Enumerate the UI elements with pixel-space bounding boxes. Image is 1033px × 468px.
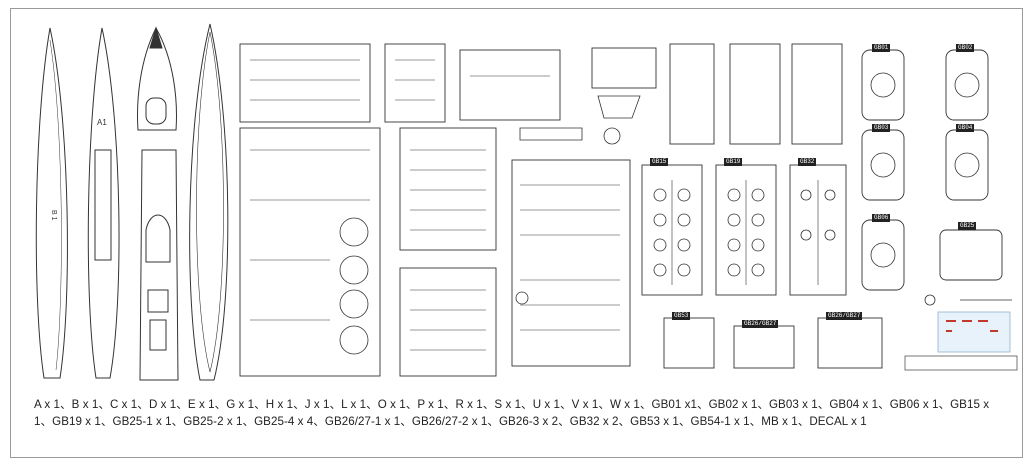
sprue-label-gb15: GB15 bbox=[650, 158, 669, 166]
sprue-label-gb06: GB06 bbox=[872, 214, 891, 222]
blank-label-box bbox=[904, 355, 1018, 371]
sprue-label-gb19: GB19 bbox=[724, 158, 743, 166]
hull-label-box bbox=[94, 149, 112, 261]
deck-front bbox=[137, 26, 177, 131]
sprue-label-gb04: GB04 bbox=[956, 124, 975, 132]
hull-a-mark: A1 bbox=[97, 118, 107, 127]
sprue-label-gb25: GB25 bbox=[958, 222, 977, 230]
sheet-border bbox=[10, 8, 1023, 458]
sprue-label-gb2627a: GB26/GB27 bbox=[742, 320, 779, 328]
sprue-label-gb32: GB32 bbox=[798, 158, 817, 166]
sprue-label-gb53: GB53 bbox=[672, 312, 691, 320]
circle-parts bbox=[339, 72, 980, 355]
sprue-label-gb02: GB02 bbox=[956, 44, 975, 52]
hull-b-mark: B 1 bbox=[50, 210, 57, 221]
parts-list: A x 1、B x 1、C x 1、D x 1、E x 1、G x 1、H x … bbox=[34, 398, 990, 428]
hull-3-outline bbox=[189, 23, 229, 381]
deck-rear bbox=[139, 149, 179, 381]
hull-2-outline bbox=[87, 27, 120, 379]
sprue-label-gb03: GB03 bbox=[872, 124, 891, 132]
sprue-label-gb2627b: GB26/GB27 bbox=[826, 312, 863, 320]
hull-b-outline bbox=[35, 27, 68, 379]
sprue-label-gb01: GB01 bbox=[872, 44, 891, 52]
